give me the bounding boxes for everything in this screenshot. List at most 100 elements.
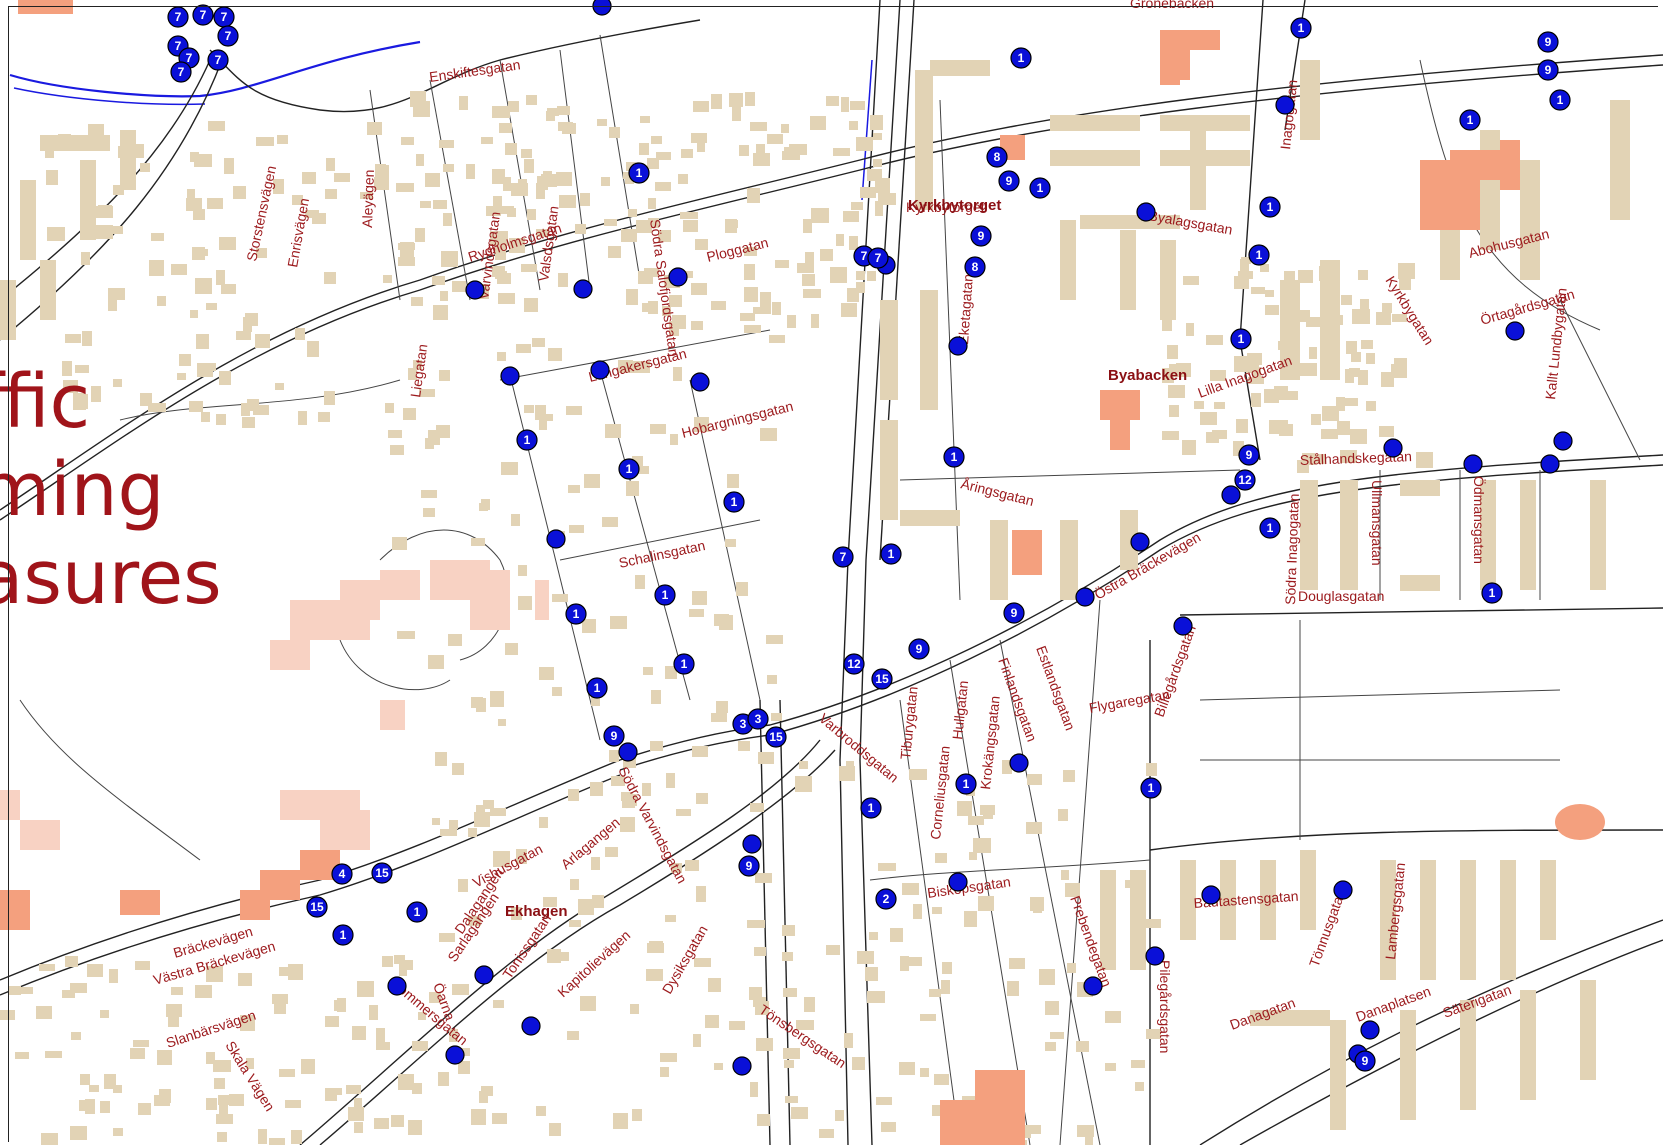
house: [695, 239, 708, 250]
measure-marker[interactable]: [465, 280, 485, 300]
measure-marker[interactable]: [1275, 95, 1295, 115]
measure-marker[interactable]: 2: [875, 888, 897, 910]
measure-marker[interactable]: 1: [723, 491, 745, 513]
measure-marker[interactable]: 9: [603, 725, 625, 747]
marker-circle: [170, 61, 192, 83]
measure-marker[interactable]: [618, 742, 638, 762]
measure-marker[interactable]: [1505, 321, 1525, 341]
measure-marker[interactable]: 7: [207, 49, 229, 71]
measure-marker[interactable]: 1: [1290, 17, 1312, 39]
measure-marker[interactable]: 12: [1234, 469, 1256, 491]
measure-marker[interactable]: 9: [970, 225, 992, 247]
measure-marker[interactable]: [1463, 454, 1483, 474]
measure-marker[interactable]: [948, 872, 968, 892]
measure-marker[interactable]: 7: [217, 25, 239, 47]
measure-marker[interactable]: [948, 336, 968, 356]
measure-marker[interactable]: 1: [1259, 517, 1281, 539]
measure-marker[interactable]: 7: [170, 61, 192, 83]
measure-marker[interactable]: 1: [860, 797, 882, 819]
measure-marker[interactable]: 1: [943, 446, 965, 468]
measure-marker[interactable]: [1221, 485, 1241, 505]
measure-marker[interactable]: 7: [832, 546, 854, 568]
measure-marker[interactable]: [1145, 946, 1165, 966]
measure-marker[interactable]: 9: [1354, 1050, 1376, 1072]
measure-marker[interactable]: 1: [880, 543, 902, 565]
measure-marker[interactable]: 1: [618, 458, 640, 480]
measure-marker[interactable]: [445, 1045, 465, 1065]
measure-marker[interactable]: 1: [516, 429, 538, 451]
measure-marker[interactable]: 1: [1230, 328, 1252, 350]
measure-marker[interactable]: 1: [1010, 47, 1032, 69]
measure-marker[interactable]: 9: [998, 170, 1020, 192]
measure-marker[interactable]: 8: [964, 256, 986, 278]
measure-marker[interactable]: 15: [871, 668, 893, 690]
measure-marker[interactable]: 1: [1481, 582, 1503, 604]
measure-marker[interactable]: 3: [747, 708, 769, 730]
measure-marker[interactable]: 15: [306, 896, 328, 918]
measure-marker[interactable]: [546, 529, 566, 549]
house: [771, 713, 782, 721]
measure-marker[interactable]: [1075, 587, 1095, 607]
measure-marker[interactable]: [1383, 438, 1403, 458]
measure-marker[interactable]: [690, 372, 710, 392]
measure-marker[interactable]: 1: [1459, 109, 1481, 131]
house: [206, 1098, 217, 1110]
measure-marker[interactable]: 9: [1238, 444, 1260, 466]
measure-marker[interactable]: 1: [1140, 777, 1162, 799]
measure-marker[interactable]: 7: [867, 247, 889, 269]
measure-marker[interactable]: 15: [371, 862, 393, 884]
measure-marker[interactable]: [1333, 880, 1353, 900]
measure-marker[interactable]: [592, 0, 612, 16]
measure-marker[interactable]: 9: [738, 855, 760, 877]
house: [325, 1016, 339, 1027]
measure-marker[interactable]: 1: [654, 584, 676, 606]
measure-marker[interactable]: [668, 267, 688, 287]
measure-marker[interactable]: 12: [843, 653, 865, 675]
measure-marker[interactable]: [1173, 616, 1193, 636]
house: [436, 425, 450, 438]
measure-marker[interactable]: 1: [406, 901, 428, 923]
measure-marker[interactable]: 7: [167, 6, 189, 28]
measure-marker[interactable]: 1: [1259, 196, 1281, 218]
measure-marker[interactable]: [387, 976, 407, 996]
measure-marker[interactable]: [1009, 753, 1029, 773]
measure-marker[interactable]: [1553, 431, 1573, 451]
house: [1212, 430, 1227, 439]
measure-marker[interactable]: [1360, 1020, 1380, 1040]
house: [159, 1089, 171, 1103]
measure-marker[interactable]: [1540, 454, 1560, 474]
measure-marker[interactable]: 1: [565, 603, 587, 625]
measure-marker[interactable]: 1: [673, 653, 695, 675]
measure-marker[interactable]: [573, 279, 593, 299]
measure-marker[interactable]: [1136, 202, 1156, 222]
measure-marker[interactable]: 9: [1003, 602, 1025, 624]
measure-marker[interactable]: [742, 834, 762, 854]
measure-marker[interactable]: 8: [986, 146, 1008, 168]
measure-marker[interactable]: 1: [1549, 89, 1571, 111]
measure-marker[interactable]: [1083, 976, 1103, 996]
measure-marker[interactable]: 9: [1537, 59, 1559, 81]
measure-marker[interactable]: 4: [331, 863, 353, 885]
street-label: Schalinsgatan: [617, 537, 706, 571]
measure-marker[interactable]: 7: [213, 6, 235, 28]
measure-marker[interactable]: 1: [955, 773, 977, 795]
measure-marker[interactable]: [474, 965, 494, 985]
measure-marker[interactable]: 9: [908, 638, 930, 660]
house: [113, 379, 122, 387]
measure-marker[interactable]: 15: [765, 726, 787, 748]
measure-marker[interactable]: 1: [1029, 177, 1051, 199]
measure-marker[interactable]: [1201, 885, 1221, 905]
measure-marker[interactable]: 1: [586, 677, 608, 699]
measure-marker[interactable]: 1: [628, 162, 650, 184]
measure-marker[interactable]: [590, 360, 610, 380]
measure-marker[interactable]: [500, 366, 520, 386]
measure-marker[interactable]: [1130, 532, 1150, 552]
measure-marker[interactable]: [732, 1056, 752, 1076]
house: [435, 752, 447, 766]
measure-marker[interactable]: 7: [192, 4, 214, 26]
measure-marker[interactable]: 1: [1248, 244, 1270, 266]
measure-marker[interactable]: 1: [332, 924, 354, 946]
measure-marker[interactable]: [521, 1016, 541, 1036]
measure-marker[interactable]: 9: [1537, 31, 1559, 53]
